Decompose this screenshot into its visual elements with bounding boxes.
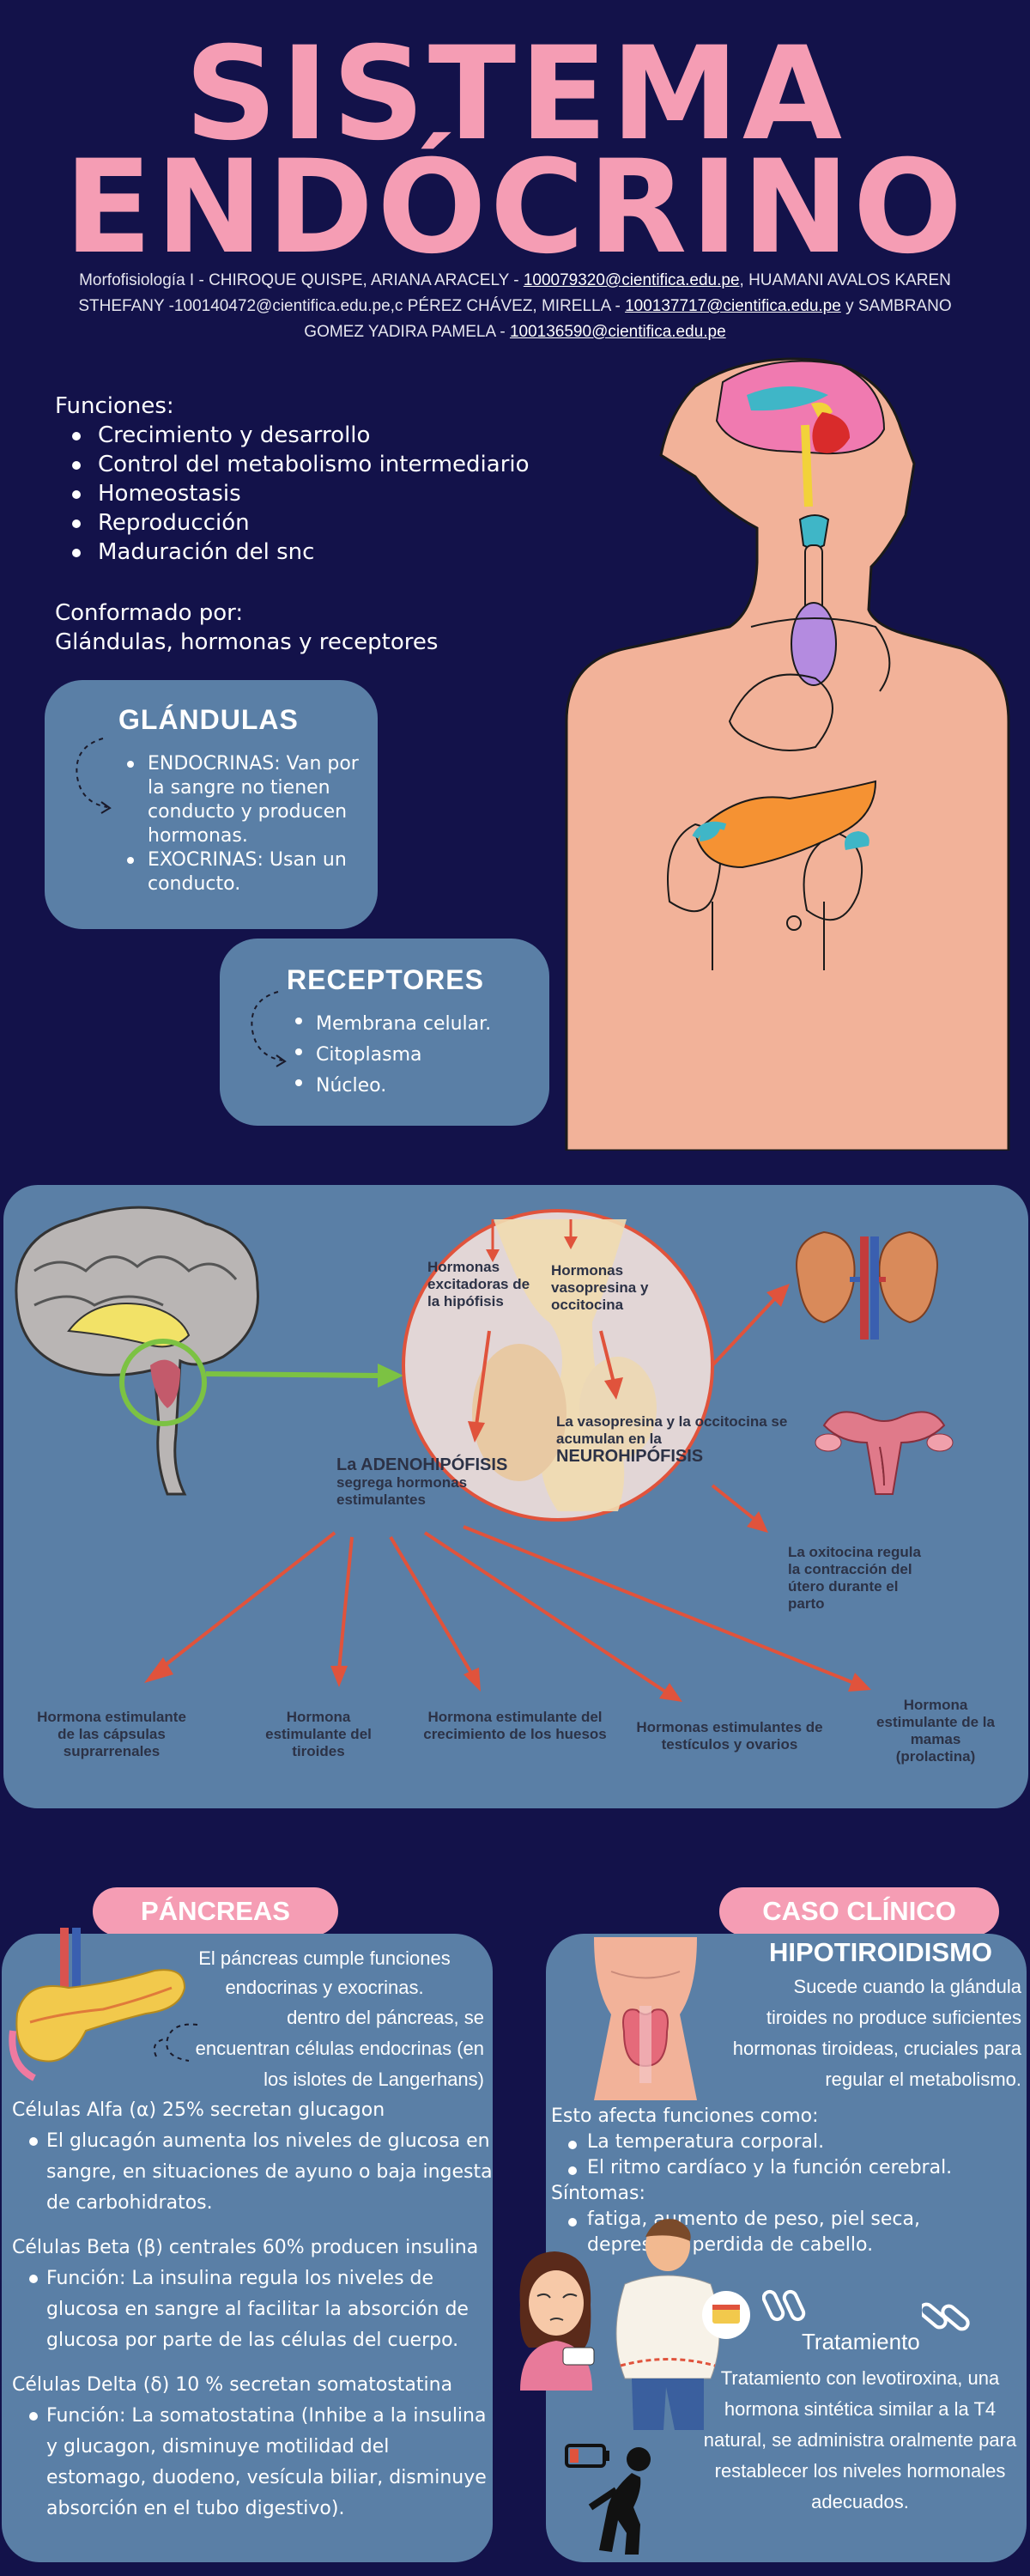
uterus-icon: [815, 1411, 954, 1495]
authors-text-2: , HUAMANI AVALOS KAREN STHEFANY -1001404…: [78, 271, 951, 315]
beta-list: Función: La insulina regula los niveles …: [12, 2263, 493, 2356]
tired-woman-icon: [519, 2251, 595, 2391]
brain-icon: [15, 1206, 259, 1496]
hipotiroidismo-title: HIPOTIROIDISMO: [768, 1937, 993, 1967]
glandulas-item: ENDOCRINAS: Van por la sangre no tienen …: [117, 752, 366, 848]
alfa-list: El glucagón aumenta los niveles de gluco…: [12, 2126, 493, 2219]
label-vasopresina-text: La vasopresina y la occitocina se acumul…: [556, 1413, 788, 1447]
funciones-heading: Funciones:: [55, 393, 174, 419]
tratamiento-text: Tratamiento con levotiroxina, una hormon…: [703, 2367, 1017, 2512]
pancreas-pill: PÁNCREAS: [93, 1887, 338, 1935]
kidneys-icon: [796, 1230, 938, 1340]
label-adeno-pre: La: [336, 1455, 361, 1474]
caso-clinico-pill: CASO CLÍNICO: [719, 1887, 999, 1935]
target-prolactina: Hormona estimulante de la mamas (prolact…: [876, 1697, 995, 1765]
hipofisis-diagram: [15, 1206, 954, 1702]
receptores-card: RECEPTORES Membrana celular. Citoplasma …: [220, 939, 549, 1126]
label-oxitocina: La oxitocina regula la contracción del ú…: [788, 1544, 921, 1612]
delta-list: Función: La somatostatina (Inhibe a la i…: [12, 2401, 493, 2524]
pancreas-intro-1: El páncreas cumple funciones endocrinas …: [198, 1947, 451, 1998]
pancreas-panel: [2, 1934, 493, 2562]
funciones-section: Funciones: Crecimiento y desarrollo Cont…: [55, 392, 570, 567]
conformado-section: Conformado por: Glándulas, hormonas y re…: [55, 598, 536, 657]
receptores-title: RECEPTORES: [287, 964, 484, 995]
beta-heading: Células Beta (β) centrales 60% producen …: [12, 2237, 479, 2258]
label-adeno-name: ADENOHIPÓFISIS: [360, 1455, 508, 1474]
email-link-3[interactable]: 100136590@cientifica.edu.pe: [509, 323, 726, 341]
pancreas-intro-2: dentro del páncreas, se encuentran célul…: [195, 2007, 484, 2090]
glandulas-card: GLÁNDULAS ENDOCRINAS: Van por la sangre …: [45, 680, 378, 929]
label-hormonas-excitadoras: Hormonas excitadoras de la hipófisis: [427, 1259, 530, 1309]
authors-credits: Morfofisiología I - CHIROQUE QUISPE, ARI…: [52, 268, 978, 345]
title-line-2: ENDÓCRINO: [64, 133, 966, 283]
afecta-item: El ritmo cardíaco y la función cerebral.: [551, 2155, 1023, 2181]
target-suprarrenales: Hormona estimulante de las cápsulas supr…: [37, 1709, 186, 1759]
receptores-item: Citoplasma: [285, 1040, 542, 1071]
authors-text-1: Morfofisiología I - CHIROQUE QUISPE, ARI…: [79, 271, 524, 289]
alfa-item: El glucagón aumenta los niveles de gluco…: [12, 2126, 493, 2219]
exhausted-person-icon: [565, 2444, 651, 2555]
receptores-item: Núcleo.: [285, 1071, 542, 1102]
funciones-item: Homeostasis: [55, 479, 570, 508]
pancreas-body: Células Alfa (α) 25% secretan glucagon E…: [12, 2095, 493, 2524]
glandulas-item: EXOCRINAS: Usan un conducto.: [117, 848, 366, 896]
label-hormonas-vasopresina: Hormonas vasopresina y occitocina: [551, 1262, 649, 1313]
afecta-list: La temperatura corporal. El ritmo cardía…: [551, 2129, 1023, 2181]
glandulas-list: ENDOCRINAS: Van por la sangre no tienen …: [117, 752, 366, 896]
target-tiroides: Hormona estimulante del tiroides: [265, 1709, 372, 1759]
funciones-item: Control del metabolismo intermediario: [55, 450, 570, 479]
endocrine-body-illustration: [565, 357, 1010, 1151]
pancreas-icon: [9, 1928, 186, 2081]
dashed-curved-arrow-icon: [76, 738, 112, 814]
pill-bottle-icon: [702, 2291, 750, 2339]
funciones-item: Crecimiento y desarrollo: [55, 421, 570, 450]
hipotiroidismo-description: Sucede cuando la glándula tiroides no pr…: [732, 1976, 1021, 2090]
funciones-list: Crecimiento y desarrollo Control del met…: [55, 421, 570, 567]
capsules-icon: [762, 2289, 806, 2322]
capsules-icon: [922, 2302, 970, 2331]
funciones-item: Maduración del snc: [55, 538, 570, 567]
sintomas-heading: Síntomas:: [551, 2183, 645, 2204]
beta-item: Función: La insulina regula los niveles …: [12, 2263, 493, 2356]
sintomas-list: fatiga, aumento de peso, piel seca, depr…: [551, 2207, 1023, 2258]
thyroid-neck-icon: [594, 1937, 697, 2100]
email-link-2[interactable]: 100137717@cientifica.edu.pe: [625, 297, 841, 315]
label-neurohipofisis: La vasopresina y la occitocina se acumul…: [556, 1413, 788, 1466]
dashed-curved-arrow-icon: [153, 2023, 198, 2062]
conformado-heading: Conformado por:: [55, 600, 244, 626]
target-crecimiento: Hormona estimulante del crecimiento de l…: [423, 1709, 607, 1742]
receptores-list: Membrana celular. Citoplasma Núcleo.: [285, 1009, 542, 1102]
delta-item: Función: La somatostatina (Inhibe a la i…: [12, 2401, 493, 2524]
label-neurohipofisis-name: NEUROHIPÓFISIS: [556, 1447, 704, 1466]
target-gonadas: Hormonas estimulantes de testículos y ov…: [636, 1719, 823, 1753]
overweight-man-icon: [615, 2219, 720, 2430]
title-line-1: SISTEMA: [184, 20, 846, 169]
alfa-heading: Células Alfa (α) 25% secretan glucagon: [12, 2099, 385, 2121]
label-adenohipofisis: La ADENOHIPÓFISIS segrega hormonas estim…: [336, 1456, 551, 1509]
afecta-heading: Esto afecta funciones como:: [551, 2105, 819, 2127]
funciones-item: Reproducción: [55, 508, 570, 538]
delta-heading: Células Delta (δ) 10 % secretan somatost…: [12, 2374, 453, 2396]
glandulas-title: GLÁNDULAS: [118, 704, 299, 735]
authors-text-3: y SAMBRANO GOMEZ YADIRA PAMELA -: [304, 297, 952, 341]
label-adeno-post: segrega hormonas estimulantes: [336, 1474, 468, 1508]
dashed-curved-arrow-icon: [251, 991, 287, 1067]
sintomas-item: fatiga, aumento de peso, piel seca, depr…: [551, 2207, 1023, 2258]
receptores-item: Membrana celular.: [285, 1009, 542, 1040]
afecta-section: Esto afecta funciones como: La temperatu…: [551, 2104, 1023, 2258]
email-link-1[interactable]: 100079320@cientifica.edu.pe: [523, 271, 740, 289]
conformado-text: Glándulas, hormonas y receptores: [55, 629, 439, 655]
afecta-item: La temperatura corporal.: [551, 2129, 1023, 2155]
tratamiento-label: Tratamiento: [802, 2329, 920, 2354]
